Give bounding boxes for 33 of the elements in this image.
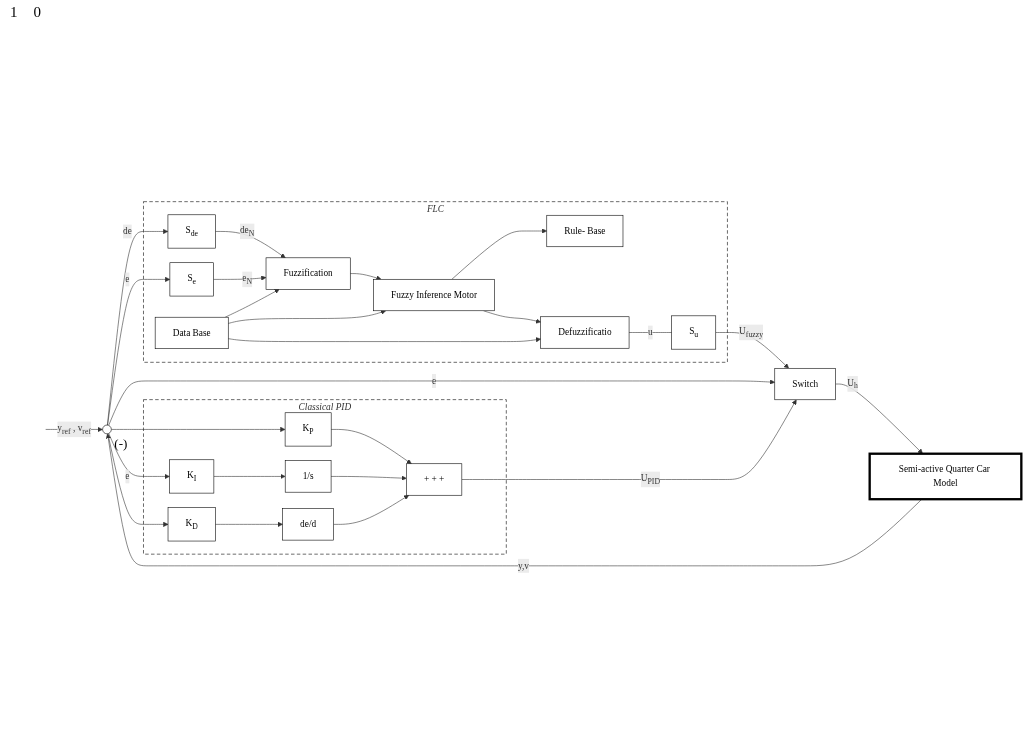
node-box: de/d: [282, 508, 334, 541]
node-circle: [102, 425, 112, 435]
node-box: + + +: [406, 463, 463, 496]
edge-label: y$_{ref}$ , v$_{ref}$: [57, 423, 91, 436]
connector: [628, 332, 672, 334]
node-box: Fuzzification: [265, 257, 351, 290]
edge-label: e$_{N}$: [242, 273, 253, 286]
node-box: K$_{D}$: [167, 507, 216, 542]
edge-label: y,v: [517, 560, 530, 571]
node-box: Defuzzificatio: [540, 316, 630, 349]
node-box: K$_{P}$: [284, 412, 332, 447]
edge-label: U$_{fuzzy}$: [739, 326, 764, 339]
node-box: Semi-active Quarter Car Model: [868, 452, 1023, 501]
edge-label: de: [123, 226, 132, 237]
port-label: 1: [10, 4, 18, 22]
edge-label: e: [125, 471, 130, 482]
edge-label: e: [125, 274, 130, 285]
edge-label: e: [432, 375, 437, 386]
edge-label: U$_{h}$: [847, 378, 858, 391]
node-box: Rule- Base: [546, 215, 624, 248]
node-note: (-): [114, 436, 128, 453]
node-box: S$_{u}$: [671, 315, 717, 350]
node-box: Switch: [774, 368, 836, 401]
node-box: S$_{de}$: [167, 214, 216, 249]
node-box: Data Base: [154, 317, 229, 350]
node-box: K$_{I}$: [169, 459, 215, 494]
port-label: 0: [33, 4, 41, 22]
edge-label: u: [648, 327, 653, 338]
edge-label: U$_{PID}$: [640, 473, 661, 486]
edge-label: de$_{N}$: [239, 225, 255, 238]
node-box: Fuzzy Inference Motor: [373, 279, 495, 312]
node-box: S$_{e}$: [169, 262, 214, 297]
node-box: 1/s: [284, 460, 332, 493]
